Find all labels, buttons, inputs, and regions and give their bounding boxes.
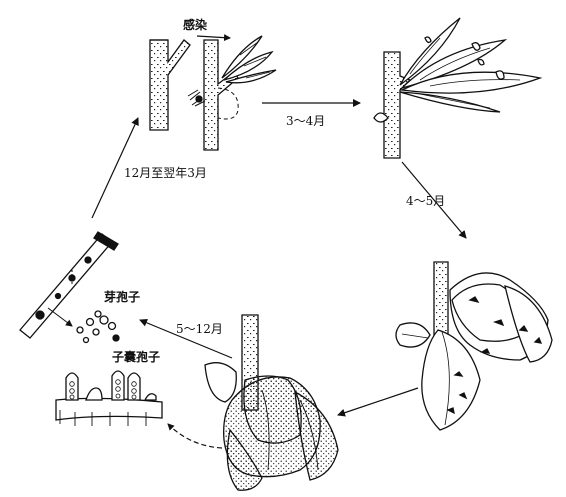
label-period-may-dec: 5～12月 — [176, 322, 223, 336]
label-period-apr-may: 4～5月 — [406, 194, 446, 208]
stage-blister-leaves-illustration — [373, 17, 543, 159]
label-conidia: 芽孢子 — [104, 290, 141, 304]
dashed-arrow-to-asci — [167, 423, 223, 449]
label-ascospores: 子囊孢子 — [112, 350, 161, 364]
stage-infection-illustration — [149, 35, 277, 151]
stage-dead-leaves-illustration — [204, 314, 339, 491]
stage-spores-illustration — [19, 231, 120, 344]
arrow-stage2-to-stage3 — [401, 161, 467, 239]
stage-asci-illustration — [55, 370, 163, 426]
infection-arrow — [196, 34, 231, 42]
cycle-arrows — [91, 99, 467, 449]
label-infection: 感染 — [183, 18, 208, 32]
arrow-stage4-to-stage5 — [139, 318, 233, 359]
arrow-stage3-to-stage4 — [337, 387, 419, 417]
label-period-dec-mar: 12月至翌年3月 — [124, 166, 207, 180]
arrow-stage5-to-stage1 — [91, 117, 139, 219]
stage-curled-leaves-illustration — [395, 261, 553, 431]
label-period-mar-apr: 3～4月 — [286, 114, 326, 128]
